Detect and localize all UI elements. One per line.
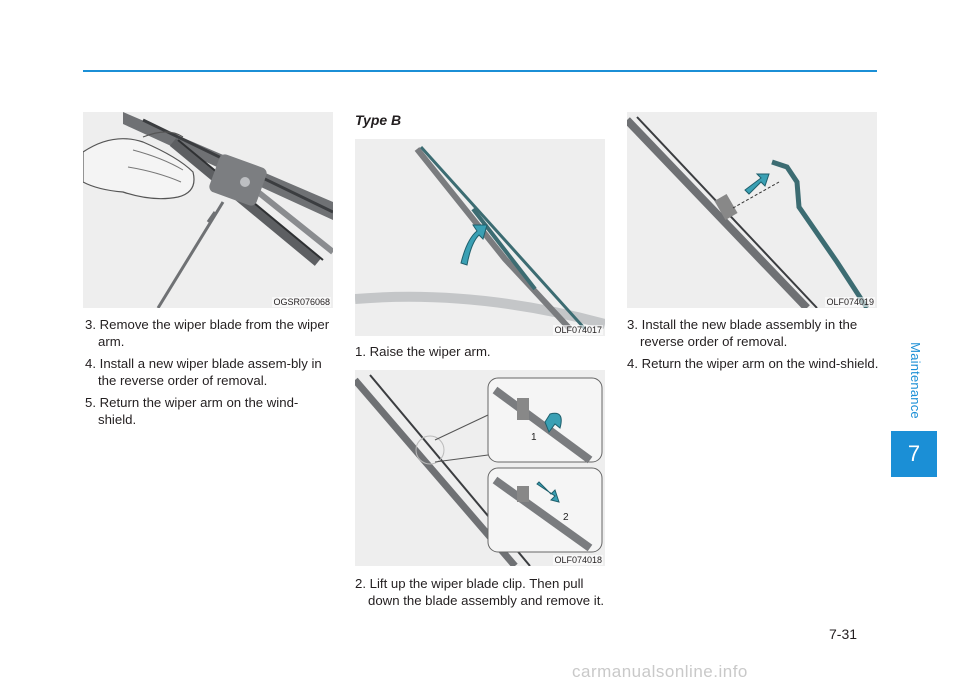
watermark: carmanualsonline.info	[572, 662, 748, 681]
step-item: 3. Install the new blade assembly in the…	[627, 317, 858, 349]
header-rule	[83, 70, 877, 72]
figure-code: OLF074017	[553, 325, 603, 335]
step-item: 2. Lift up the wiper blade clip. Then pu…	[355, 576, 605, 608]
step-item: 4. Install a new wiper blade assem-bly i…	[85, 356, 322, 388]
col1-steps: 3. Remove the wiper blade from the wiper…	[85, 316, 335, 433]
col2-step1: 1. Raise the wiper arm.	[355, 343, 605, 365]
page-number: 7-31	[829, 626, 858, 642]
figure-install-blade: OLF074019	[627, 112, 877, 308]
callout-2: 2	[563, 512, 569, 523]
step-item: 1. Raise the wiper arm.	[355, 344, 491, 359]
step-item: 3. Remove the wiper blade from the wiper…	[85, 317, 330, 349]
figure-code: OLF074018	[553, 555, 603, 565]
figure-raise-arm: OLF074017	[355, 139, 605, 336]
section-label-text: Maintenance	[907, 341, 923, 419]
step-item: 5. Return the wiper arm on the wind-shie…	[85, 395, 299, 427]
chapter-tab: 7	[891, 431, 937, 477]
figure-blade-clip: 1 2 OLF074018	[355, 370, 605, 566]
figure-code: OGSR076068	[272, 297, 331, 307]
callout-1: 1	[531, 432, 537, 443]
figure-wiper-removal: OGSR076068	[83, 112, 333, 308]
section-side-label: Maintenance	[905, 330, 925, 430]
figure-code: OLF074019	[825, 297, 875, 307]
col3-steps: 3. Install the new blade assembly in the…	[627, 316, 879, 377]
col2-step2: 2. Lift up the wiper blade clip. Then pu…	[355, 575, 605, 614]
subheading-type-b: Type B	[355, 112, 402, 128]
step-item: 4. Return the wiper arm on the wind-shie…	[627, 356, 879, 371]
